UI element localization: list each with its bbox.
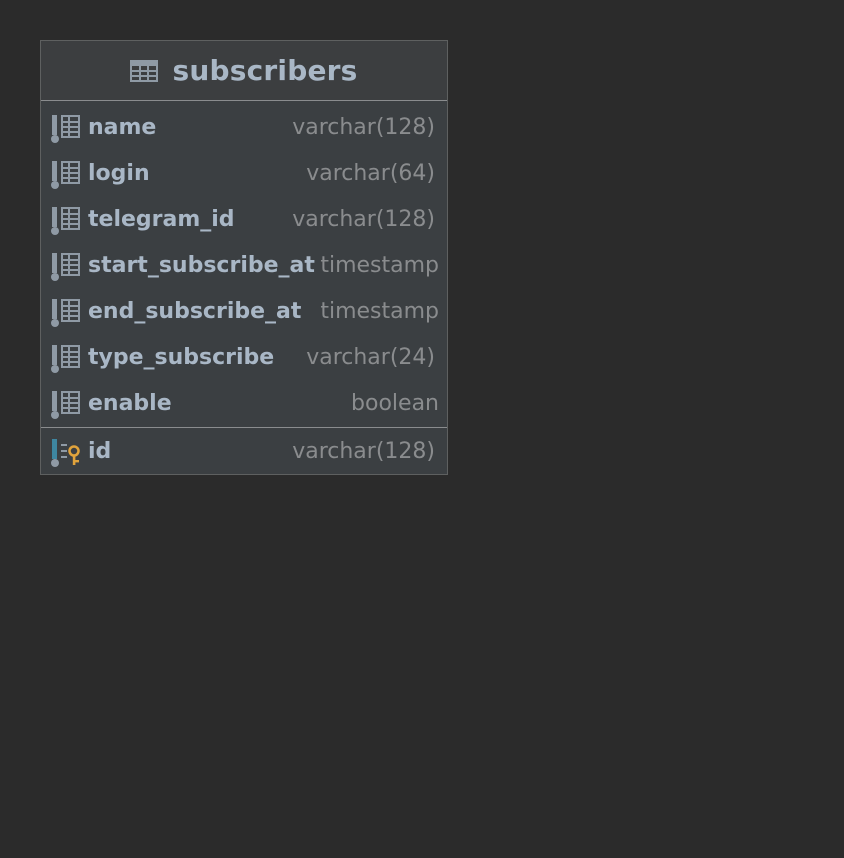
column-icon	[50, 389, 82, 419]
column-icon	[50, 297, 82, 327]
column-icon	[50, 251, 82, 281]
column-name: id	[88, 438, 112, 464]
column-row[interactable]: enable boolean	[41, 380, 447, 426]
column-type: timestamp	[320, 298, 439, 324]
column-row[interactable]: type_subscribe varchar(24)	[41, 334, 447, 380]
column-type: varchar(128)	[292, 206, 435, 232]
column-type: varchar(128)	[292, 438, 435, 464]
column-list: name varchar(128) login varchar(64) telegram…	[41, 101, 447, 426]
column-row[interactable]: telegram_id varchar(128)	[41, 196, 447, 242]
table-icon	[130, 59, 159, 82]
column-type: varchar(24)	[306, 344, 435, 370]
column-icon	[50, 159, 82, 189]
primary-key-list: id varchar(128)	[41, 428, 447, 474]
column-type: boolean	[351, 390, 439, 416]
column-icon	[50, 205, 82, 235]
column-row[interactable]: login varchar(64)	[41, 150, 447, 196]
column-row[interactable]: name varchar(128)	[41, 104, 447, 150]
column-name: name	[88, 114, 157, 140]
column-name: enable	[88, 390, 172, 416]
entity-subscribers[interactable]: subscribers name varchar(128) login varchar…	[40, 40, 448, 475]
column-type: varchar(64)	[306, 160, 435, 186]
primary-key-column-icon	[50, 437, 82, 467]
entity-header[interactable]: subscribers	[41, 41, 447, 101]
column-icon	[50, 343, 82, 373]
column-name: login	[88, 160, 150, 186]
column-row[interactable]: end_subscribe_at timestamp	[41, 288, 447, 334]
primary-key-divider	[41, 427, 447, 428]
primary-key-row[interactable]: id varchar(128)	[41, 428, 447, 474]
entity-title: subscribers	[172, 54, 358, 87]
column-type: timestamp	[320, 252, 439, 278]
column-name: telegram_id	[88, 206, 235, 232]
column-name: type_subscribe	[88, 344, 275, 370]
column-type: varchar(128)	[292, 114, 435, 140]
column-name: end_subscribe_at	[88, 298, 302, 324]
column-name: start_subscribe_at	[88, 252, 315, 278]
column-icon	[50, 113, 82, 143]
